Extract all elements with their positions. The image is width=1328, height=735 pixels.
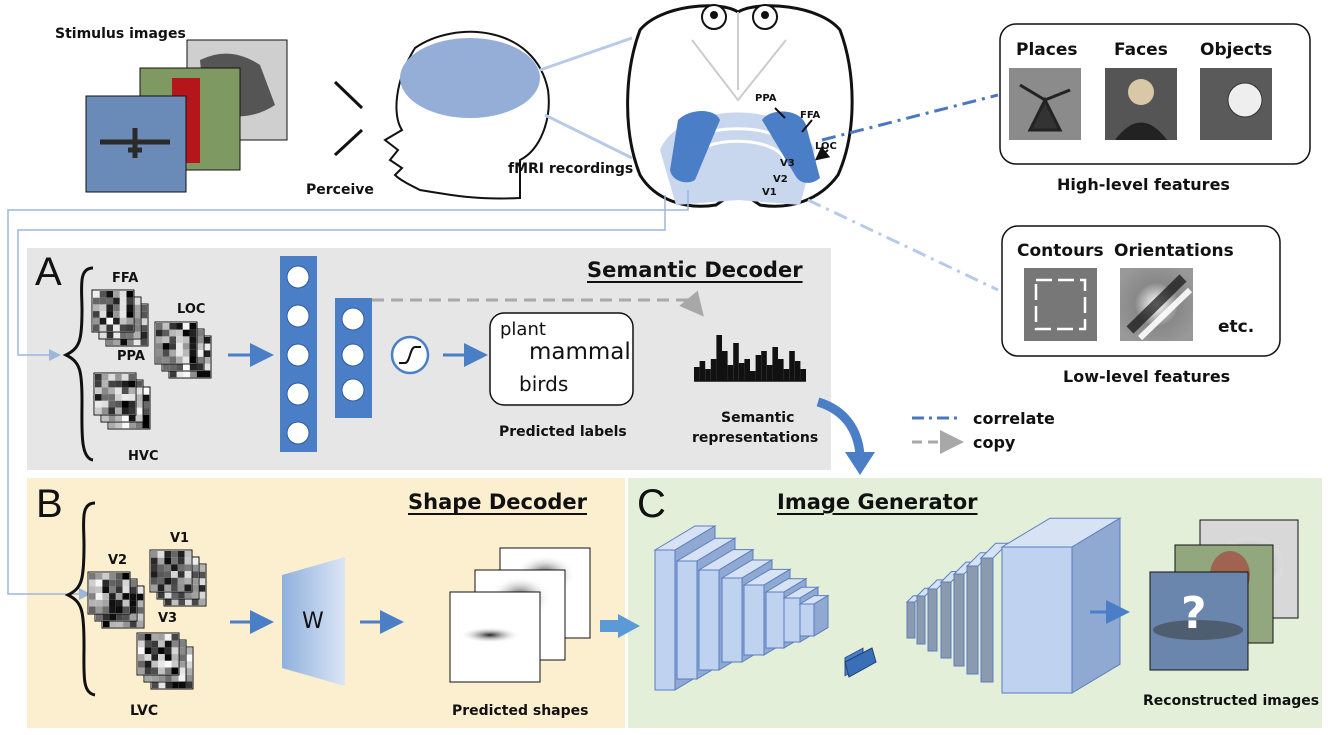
semantic-histogram xyxy=(694,335,806,382)
head-outline xyxy=(383,30,550,200)
label-plant: plant xyxy=(500,319,546,340)
panel-c-letter: C xyxy=(637,482,666,526)
w-transform xyxy=(282,557,345,686)
stimulus-images-label: Stimulus images xyxy=(55,26,186,42)
roi-lvc: LVC xyxy=(130,703,159,719)
brain-label-ppa: PPA xyxy=(755,93,777,104)
brace-lvc xyxy=(64,501,96,697)
legend-correlate-label: correlate xyxy=(973,409,1055,428)
brain-label-v2: V2 xyxy=(773,174,788,185)
roi-ppa: PPA xyxy=(117,349,145,364)
high-level-title: High-level features xyxy=(1057,175,1230,194)
semantic-rep-caption-2: representations xyxy=(692,430,819,446)
correlate-line-low xyxy=(807,198,999,292)
correlate-line-high xyxy=(821,93,999,142)
w-label: W xyxy=(302,609,324,634)
reconstructed-question-mark: ? xyxy=(1181,588,1207,639)
semantic-rep-caption-1: Semantic xyxy=(721,410,795,426)
high-level-item-objects: Objects xyxy=(1200,40,1273,60)
predicted-shapes-caption: Predicted shapes xyxy=(452,703,589,719)
high-level-item-places: Places xyxy=(1016,40,1078,60)
head-brain xyxy=(400,38,540,118)
voxel-grids xyxy=(87,289,212,690)
reconstructed-images-stack xyxy=(1149,519,1299,671)
brain-label-loc: LOC xyxy=(815,141,837,152)
brain-label-v3: V3 xyxy=(780,158,795,169)
brace-hvc xyxy=(62,266,94,462)
low-level-item-orientations: Orientations xyxy=(1114,241,1234,261)
panel-b-letter: B xyxy=(36,482,63,526)
panel-a-title: Semantic Decoder xyxy=(587,258,803,282)
label-mammal: mammal xyxy=(529,339,631,365)
low-level-etc: etc. xyxy=(1218,317,1255,337)
roi-hvc: HVC xyxy=(128,449,159,464)
low-level-title: Low-level features xyxy=(1063,367,1231,386)
perceive-chevron xyxy=(333,80,364,157)
fmri-label: fMRI recordings xyxy=(508,161,634,177)
panel-b-title: Shape Decoder xyxy=(408,490,588,514)
image-generator-network xyxy=(653,517,1122,694)
label-birds: birds xyxy=(519,372,569,396)
roi-v3: V3 xyxy=(158,611,178,626)
low-level-item-contours: Contours xyxy=(1017,241,1104,261)
roi-v2: V2 xyxy=(108,553,128,568)
brain-slice xyxy=(626,4,854,208)
roi-loc: LOC xyxy=(177,302,206,317)
labels-box xyxy=(489,312,634,406)
roi-v1: V1 xyxy=(170,531,190,546)
panel-a-letter: A xyxy=(35,250,62,294)
predicted-shapes-stack xyxy=(449,547,591,683)
legend-copy-label: copy xyxy=(973,433,1016,452)
reconstructed-caption: Reconstructed images xyxy=(1143,693,1320,709)
stimulus-images xyxy=(85,39,288,193)
roi-ffa: FFA xyxy=(112,271,139,286)
perceive-label: Perceive xyxy=(306,182,374,198)
brain-label-ffa: FFA xyxy=(800,110,821,121)
high-level-item-faces: Faces xyxy=(1114,40,1168,60)
panel-c-title: Image Generator xyxy=(777,490,978,514)
predicted-labels-caption: Predicted labels xyxy=(499,424,627,440)
curved-arrow xyxy=(816,397,865,456)
brain-label-v1: V1 xyxy=(762,187,777,198)
